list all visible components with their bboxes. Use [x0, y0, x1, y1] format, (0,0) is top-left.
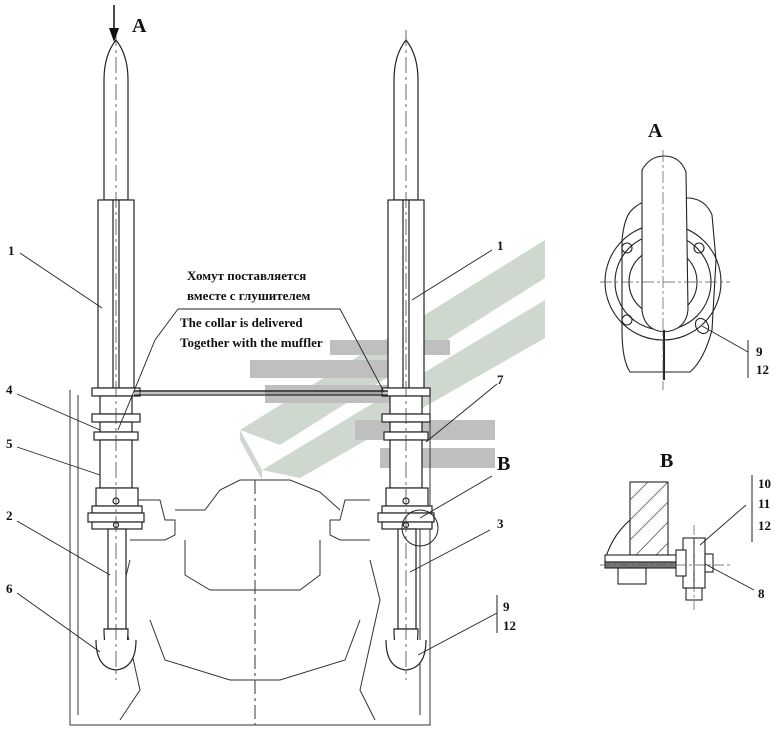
callout-12-main: 12 — [503, 618, 516, 633]
center-lines — [115, 30, 407, 680]
leader-lines — [16, 249, 498, 656]
note-ru-line1: Хомут поставляется — [187, 268, 306, 283]
callout-11-b: 11 — [758, 496, 770, 511]
callout-6: 6 — [6, 581, 13, 596]
view-b-center-lines — [600, 525, 730, 610]
callout-12-a: 12 — [756, 362, 769, 377]
callout-12-b: 12 — [758, 518, 771, 533]
callout-8: 8 — [758, 586, 765, 601]
callout-10-b: 10 — [758, 476, 771, 491]
detail-b-marker: B — [497, 453, 510, 475]
view-a-title: A — [648, 120, 663, 142]
note-en-line1: The collar is delivered — [180, 315, 303, 330]
view-a-arrow-label: A — [132, 15, 147, 37]
detail-b-circle — [401, 509, 439, 547]
view-b-title: B — [660, 450, 673, 472]
view-a-arrow — [109, 5, 119, 42]
callout-9-main: 9 — [503, 599, 510, 614]
callout-9-a: 9 — [756, 344, 763, 359]
callout-5: 5 — [6, 436, 13, 451]
callout-7: 7 — [497, 372, 504, 387]
view-b-leaders — [699, 504, 755, 591]
note-en-line2: Together with the muffler — [180, 335, 323, 350]
callout-4: 4 — [6, 382, 13, 397]
view-a-center-lines — [600, 150, 730, 390]
callout-1-right: 1 — [497, 238, 504, 253]
callout-3: 3 — [497, 516, 504, 531]
callout-1-left: 1 — [8, 243, 15, 258]
collar-strap — [134, 390, 388, 396]
view-b-detail — [604, 481, 714, 601]
view-a-leader — [701, 325, 749, 353]
callout-2: 2 — [6, 508, 13, 523]
note-ru-line2: вместе с глушителем — [187, 288, 310, 303]
